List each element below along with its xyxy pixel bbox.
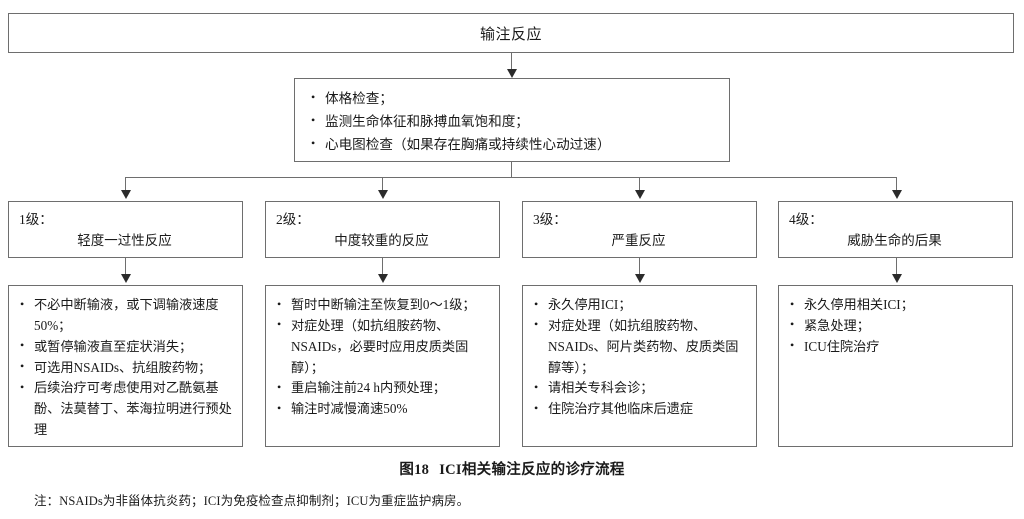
assessment-bullet-list: 体格检查； 监测生命体征和脉搏血氧饱和度； 心电图检查（如果存在胸痛或持续性心动…: [309, 87, 719, 156]
connector-bus-to-grade-1: [125, 177, 126, 191]
figure-number: 图18: [399, 462, 430, 478]
detail-bullet-list: 永久停用ICI； 对症处理（如抗组胺药物、NSAIDs、阿片类药物、皮质类固醇等…: [533, 295, 750, 420]
arrow-bus-to-grade-2: [378, 190, 388, 199]
figure-caption: 图18 ICI相关输注反应的诊疗流程: [0, 458, 1024, 479]
detail-bullet-item: 不必中断输液，或下调输液速度50%；: [19, 295, 236, 337]
grade-label: 3级：: [533, 212, 567, 227]
detail-bullet-item: 可选用NSAIDs、抗组胺药物；: [19, 357, 236, 379]
arrow-bus-to-grade-3: [635, 190, 645, 199]
grade-description: 严重反应: [611, 233, 666, 248]
detail-bullet-item: 对症处理（如抗组胺药物、NSAIDs、阿片类药物、皮质类固醇等）；: [533, 315, 750, 379]
connector-split-bus: [125, 177, 897, 178]
detail-bullet-list: 不必中断输液，或下调输液速度50%； 或暂停输液直至症状消失； 可选用NSAID…: [19, 295, 236, 441]
detail-node-1: 不必中断输液，或下调输液速度50%； 或暂停输液直至症状消失； 可选用NSAID…: [8, 285, 243, 447]
root-node-title: 输注反应: [479, 26, 542, 43]
assessment-bullet-item: 心电图检查（如果存在胸痛或持续性心动过速）: [309, 134, 719, 156]
detail-bullet-item: 暂时中断输注至恢复到0～1级；: [276, 295, 493, 316]
connector-bus-to-grade-2: [382, 177, 383, 191]
connector-grade-1-to-detail-1: [125, 258, 126, 275]
connector-root-to-assessment: [511, 53, 512, 70]
detail-bullet-item: 住院治疗其他临床后遗症: [533, 399, 750, 420]
grade-label: 4级：: [789, 212, 823, 227]
detail-node-2: 暂时中断输注至恢复到0～1级； 对症处理（如抗组胺药物、NSAIDs，必要时应用…: [265, 285, 500, 447]
detail-bullet-item: 永久停用ICI；: [533, 295, 750, 316]
detail-bullet-item: 请相关专科会诊；: [533, 378, 750, 399]
connector-grade-4-to-detail-4: [896, 258, 897, 275]
arrow-bus-to-grade-4: [892, 190, 902, 199]
arrow-bus-to-grade-1: [121, 190, 131, 199]
connector-bus-to-grade-4: [896, 177, 897, 191]
detail-bullet-item: ICU住院治疗: [789, 336, 1006, 358]
detail-bullet-item: 输注时减慢滴速50%: [276, 399, 493, 420]
detail-bullet-item: 永久停用相关ICI；: [789, 295, 1006, 316]
detail-bullet-item: 重启输注前24 h内预处理；: [276, 378, 493, 399]
root-node-infusion-reaction: 输注反应: [8, 13, 1014, 53]
assessment-bullet-item: 体格检查；: [309, 87, 719, 110]
detail-bullet-item: 紧急处理；: [789, 315, 1006, 337]
grade-node-1: 1级： 轻度一过性反应: [8, 201, 243, 258]
figure-footnote: 注：NSAIDs为非甾体抗炎药；ICI为免疫检查点抑制剂；ICU为重症监护病房。: [34, 494, 470, 508]
detail-bullet-list: 暂时中断输注至恢复到0～1级； 对症处理（如抗组胺药物、NSAIDs，必要时应用…: [276, 295, 493, 420]
grade-node-3: 3级： 严重反应: [522, 201, 757, 258]
grade-label: 1级：: [19, 212, 53, 227]
assessment-node: 体格检查； 监测生命体征和脉搏血氧饱和度； 心电图检查（如果存在胸痛或持续性心动…: [294, 78, 730, 162]
arrow-grade-2-to-detail-2: [378, 274, 388, 283]
arrow-grade-4-to-detail-4: [892, 274, 902, 283]
connector-assessment-stem: [511, 162, 512, 177]
detail-node-3: 永久停用ICI； 对症处理（如抗组胺药物、NSAIDs、阿片类药物、皮质类固醇等…: [522, 285, 757, 447]
detail-bullet-item: 或暂停输液直至症状消失；: [19, 336, 236, 358]
grade-description: 轻度一过性反应: [77, 233, 172, 248]
connector-grade-3-to-detail-3: [639, 258, 640, 275]
detail-bullet-item: 对症处理（如抗组胺药物、NSAIDs，必要时应用皮质类固醇）；: [276, 315, 493, 379]
arrow-root-to-assessment: [507, 69, 517, 78]
detail-bullet-item: 后续治疗可考虑使用对乙酰氨基酚、法莫替丁、苯海拉明进行预处理: [19, 378, 236, 441]
connector-bus-to-grade-3: [639, 177, 640, 191]
figure-caption-text: ICI相关输注反应的诊疗流程: [439, 462, 625, 478]
grade-description: 威胁生命的后果: [847, 233, 942, 248]
grade-node-2: 2级： 中度较重的反应: [265, 201, 500, 258]
arrow-grade-1-to-detail-1: [121, 274, 131, 283]
detail-bullet-list: 永久停用相关ICI； 紧急处理； ICU住院治疗: [789, 295, 1006, 358]
connector-grade-2-to-detail-2: [382, 258, 383, 275]
assessment-bullet-item: 监测生命体征和脉搏血氧饱和度；: [309, 111, 719, 133]
grade-description: 中度较重的反应: [334, 233, 429, 248]
grade-node-4: 4级： 威胁生命的后果: [778, 201, 1013, 258]
arrow-grade-3-to-detail-3: [635, 274, 645, 283]
grade-label: 2级：: [276, 212, 310, 227]
detail-node-4: 永久停用相关ICI； 紧急处理； ICU住院治疗: [778, 285, 1013, 447]
